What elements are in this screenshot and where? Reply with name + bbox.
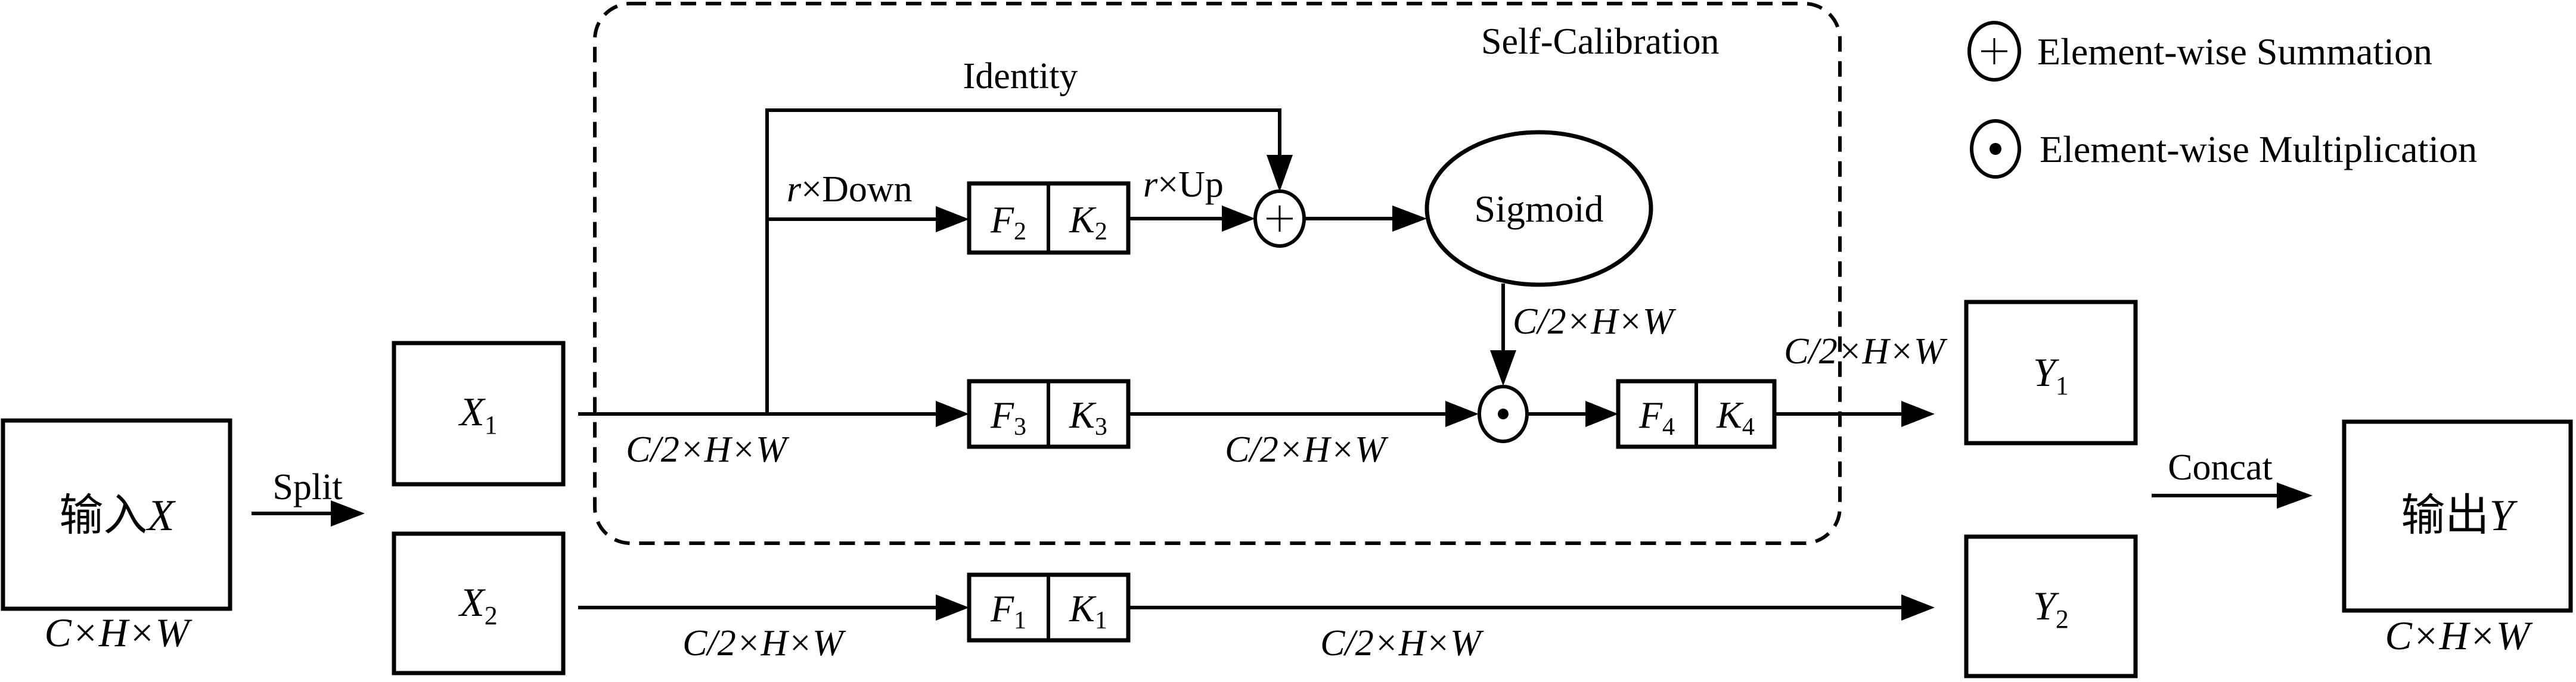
x2-node: X2 (392, 531, 566, 675)
sigmoid-arrowhead (1392, 205, 1427, 232)
f3-sub: 3 (1014, 413, 1026, 441)
f1k1-arrowhead (936, 594, 969, 621)
svg-text:F3: F3 (990, 394, 1026, 441)
x2-sub: 2 (485, 601, 498, 630)
f3-var: F (990, 394, 1014, 436)
down-label-r: r (787, 169, 802, 210)
svg-text:Y2: Y2 (2033, 583, 2069, 634)
k1-sub: 1 (1095, 607, 1107, 634)
self-calibration-container (593, 2, 1842, 545)
summation-legend-label: Element-wise Summation (2037, 30, 2432, 73)
multiplication-legend-icon (1970, 119, 2021, 179)
f2-sub: 2 (1014, 218, 1026, 245)
y1-in-dims: C/2×H×W (1784, 331, 1948, 372)
up-label-rest: ×Up (1157, 164, 1224, 205)
svg-text:输出Y: 输出Y (2401, 491, 2518, 540)
input-dims: C×H×W (45, 610, 193, 655)
x1-var: X (458, 389, 486, 434)
svg-text:K4: K4 (1716, 394, 1755, 441)
multiplication-legend-label: Element-wise Multiplication (2040, 128, 2477, 170)
identity-arrowhead (1267, 155, 1293, 192)
sigmoid-label: Sigmoid (1475, 188, 1604, 230)
output-node: 输出Y (2342, 419, 2573, 613)
f2-var: F (990, 198, 1014, 241)
identity-path (765, 108, 1281, 414)
down-label-rest: ×Down (801, 169, 913, 210)
svg-text:X2: X2 (458, 580, 498, 630)
concat-arrow (2152, 482, 2313, 509)
f3k3-out-dims: C/2×H×W (1225, 429, 1389, 470)
k4-sub: 4 (1742, 413, 1755, 441)
f4k4-arrowhead (1585, 401, 1618, 427)
y2-sub: 2 (2056, 605, 2069, 634)
svg-text:F4: F4 (1638, 394, 1675, 441)
y1-node: Y1 (1964, 300, 2138, 446)
svg-text:r×Down: r×Down (787, 169, 913, 210)
svg-text:K3: K3 (1069, 394, 1107, 441)
f1k1-block: F1 K1 (967, 572, 1131, 643)
f4-var: F (1638, 394, 1663, 436)
x2-var: X (458, 580, 486, 625)
y1-sub: 1 (2056, 371, 2069, 400)
y1-arrowhead (1901, 401, 1935, 427)
plus-arrowhead (1222, 205, 1255, 232)
svg-text:K1: K1 (1069, 587, 1107, 634)
f4k4-block: F4 K4 (1616, 379, 1777, 449)
output-label-cn: 输出 (2401, 491, 2489, 540)
legend: Element-wise Summation Element-wise Mult… (1967, 21, 2477, 179)
f3k3-block: F3 K3 (967, 379, 1131, 449)
y1-var: Y (2033, 350, 2059, 395)
svg-text:F1: F1 (990, 587, 1026, 634)
summation-legend-icon (1967, 21, 2021, 82)
svg-text:F2: F2 (990, 198, 1026, 245)
sigmoid-node: Sigmoid (1424, 130, 1653, 287)
y2-arrowhead (1901, 594, 1935, 621)
y2-var: Y (2033, 583, 2059, 628)
f4-sub: 4 (1662, 413, 1675, 441)
k2-sub: 2 (1095, 218, 1107, 245)
mul-arrowhead (1490, 350, 1516, 386)
up-label-r: r (1143, 164, 1158, 205)
k4-var: K (1716, 394, 1744, 436)
identity-label: Identity (963, 56, 1078, 96)
y2-node: Y2 (1964, 534, 2138, 678)
f1-var: F (990, 587, 1014, 630)
x1-sub: 1 (485, 410, 498, 440)
split-label: Split (272, 467, 342, 507)
x1-dims: C/2×H×W (626, 429, 790, 470)
svg-text:输入X: 输入X (59, 491, 176, 540)
k2-var: K (1069, 198, 1097, 241)
input-label-cn: 输入 (59, 491, 147, 540)
self-calibration-title: Self-Calibration (1481, 21, 1719, 62)
f1k1-out-dims: C/2×H×W (1320, 623, 1484, 664)
concat-label: Concat (2168, 447, 2273, 488)
split-arrow (252, 500, 365, 527)
x1-node: X1 (392, 341, 566, 487)
mul-in-arrowhead (1445, 401, 1479, 427)
svg-text:r×Up: r×Up (1143, 164, 1224, 205)
sigmoid-out-dims: C/2×H×W (1513, 301, 1677, 342)
svg-text:X1: X1 (458, 389, 498, 440)
k3-var: K (1069, 394, 1097, 436)
multiplication-node (1478, 385, 1529, 443)
output-dims: C×H×W (2385, 613, 2533, 658)
input-label-var: X (145, 491, 176, 540)
svg-text:K2: K2 (1069, 198, 1107, 245)
x2-dims: C/2×H×W (682, 623, 846, 664)
summation-node (1253, 189, 1306, 248)
k1-var: K (1069, 587, 1097, 630)
input-node: 输入X (1, 418, 232, 611)
f2k2-arrowhead (936, 206, 969, 232)
f2k2-block: F2 K2 (967, 181, 1131, 255)
f1-sub: 1 (1014, 607, 1026, 634)
output-label-var: Y (2489, 491, 2518, 540)
k3-sub: 3 (1095, 413, 1107, 441)
f3k3-arrowhead (936, 401, 969, 427)
svg-text:Y1: Y1 (2033, 350, 2069, 400)
